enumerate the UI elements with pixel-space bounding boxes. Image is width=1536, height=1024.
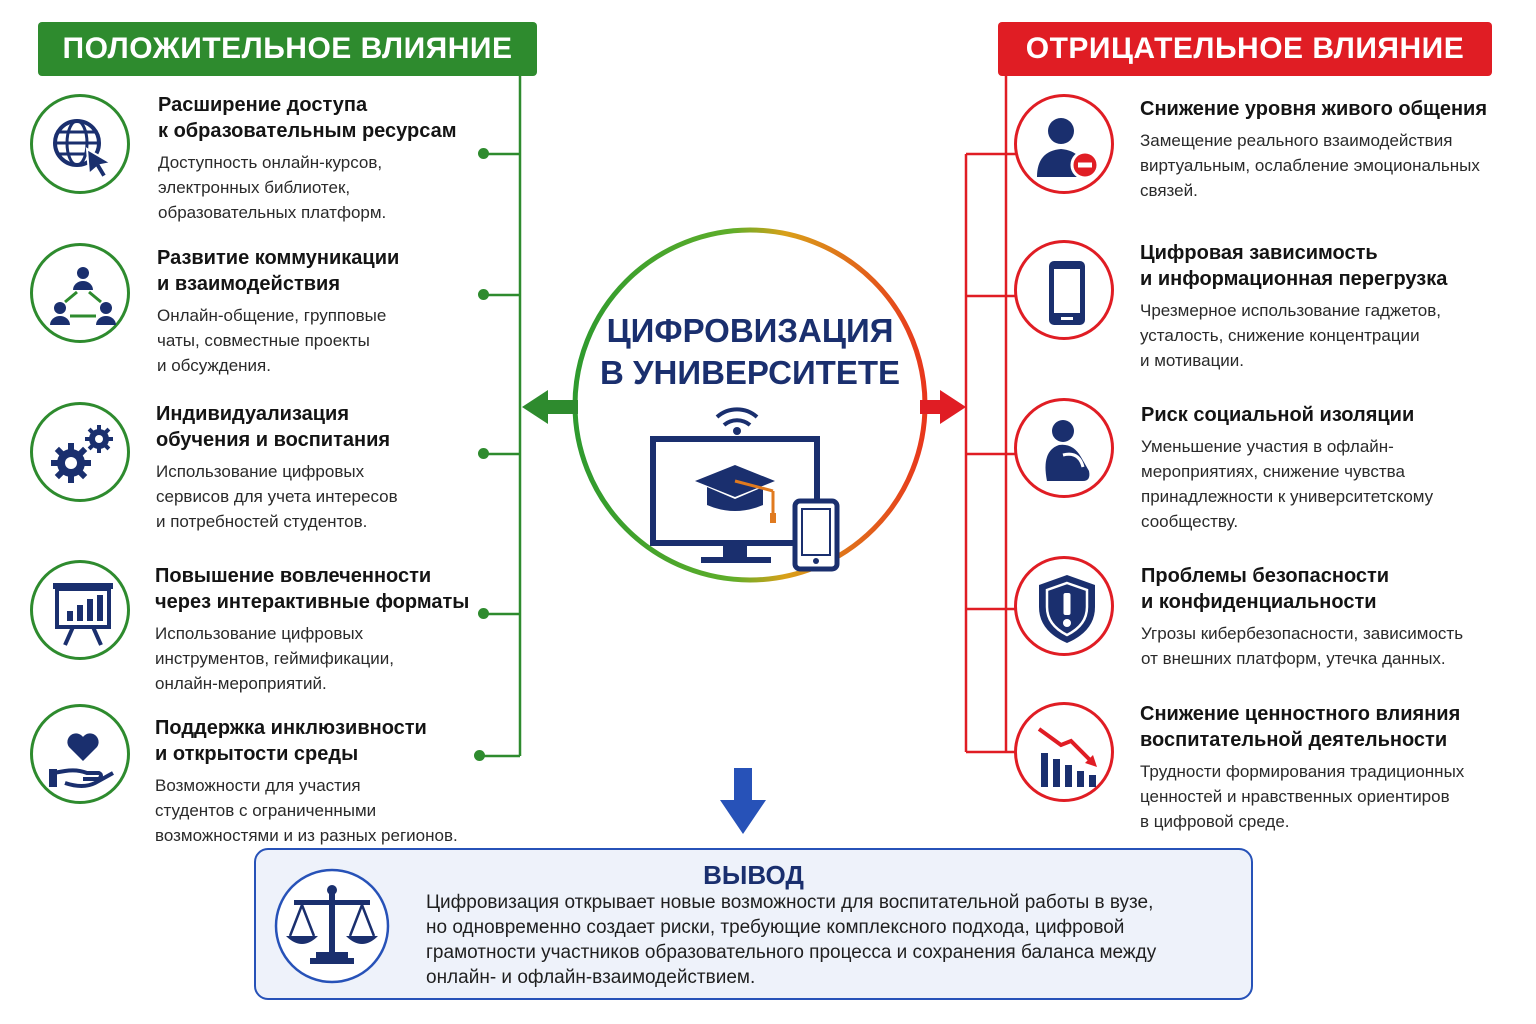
conclusion-text: Цифровизация открывает новые возможности… [426, 892, 1157, 988]
negative-item-desc: Трудности формирования традиционных ценн… [1140, 762, 1465, 831]
negative-item: Цифровая зависимость и информационная пе… [1140, 240, 1520, 373]
negative-item: Снижение уровня живого общения Замещение… [1140, 96, 1520, 203]
negative-item-desc: Уменьшение участия в офлайн- мероприятия… [1141, 437, 1434, 531]
globe-cursor-icon [53, 119, 114, 180]
negative-item-title: Снижение ценностного влияния воспитатель… [1140, 703, 1461, 751]
person-minus-icon [1037, 118, 1100, 180]
isolated-person-icon [1045, 420, 1090, 481]
negative-item-icon-circle [1014, 240, 1114, 340]
negative-item-icon-circle [1014, 702, 1114, 802]
positive-item-title: Развитие коммуникации и взаимодействия [157, 247, 400, 295]
positive-item-desc: Возможности для участия студентов с огра… [155, 776, 458, 845]
positive-item-title: Расширение доступа к образовательным рес… [158, 94, 457, 142]
negative-item-icon-circle [1014, 398, 1114, 498]
connector-dot [478, 608, 489, 619]
positive-item: Повышение вовлеченности через интерактив… [155, 563, 485, 696]
positive-item-desc: Использование цифровых инструментов, гей… [155, 624, 394, 693]
negative-item: Проблемы безопасности и конфиденциальнос… [1141, 563, 1521, 671]
positive-item-title: Повышение вовлеченности через интерактив… [155, 565, 470, 613]
positive-item: Поддержка инклюзивности и открытости сре… [155, 715, 495, 848]
negative-item-desc: Угрозы кибербезопасности, зависимость от… [1141, 624, 1464, 668]
conclusion-box: ВЫВОД Цифровизация открывает новые возмо… [254, 848, 1253, 1000]
center-title: ЦИФРОВИЗАЦИЯ В УНИВЕРСИТЕТЕ [600, 312, 900, 391]
gears-icon [51, 425, 113, 483]
positive-item-icon-circle [30, 94, 130, 194]
monitor-graduation-cap-icon [650, 407, 840, 572]
positive-item: Индивидуализация обучения и воспитания И… [156, 401, 486, 534]
scales-icon [274, 868, 390, 984]
negative-item-title: Риск социальной изоляции [1141, 404, 1415, 426]
positive-item-desc: Онлайн-общение, групповые чаты, совместн… [157, 306, 387, 375]
positive-item-title: Поддержка инклюзивности и открытости сре… [155, 717, 427, 765]
negative-item-icon-circle [1014, 556, 1114, 656]
negative-item-title: Цифровая зависимость и информационная пе… [1140, 242, 1448, 290]
negative-item-icon-circle [1014, 94, 1114, 194]
positive-item: Развитие коммуникации и взаимодействия О… [157, 245, 487, 378]
connector-dot [478, 448, 489, 459]
presentation-chart-icon [53, 583, 113, 646]
positive-item-icon-circle [30, 243, 130, 343]
connector-dot [474, 750, 485, 761]
positive-item-title: Индивидуализация обучения и воспитания [156, 403, 391, 451]
positive-item-icon-circle [30, 704, 130, 804]
positive-impact-banner: ПОЛОЖИТЕЛЬНОЕ ВЛИЯНИЕ [38, 22, 537, 76]
conclusion-title: ВЫВОД [703, 860, 804, 890]
heart-hand-icon [49, 733, 114, 788]
negative-item-desc: Чрезмерное использование гаджетов, устал… [1140, 301, 1442, 370]
positive-item-desc: Доступность онлайн-курсов, электронных б… [158, 153, 387, 222]
smartphone-icon [1049, 261, 1085, 325]
positive-item-icon-circle [30, 402, 130, 502]
declining-chart-icon [1037, 727, 1097, 787]
positive-item-desc: Использование цифровых сервисов для учет… [156, 462, 398, 531]
negative-item-title: Снижение уровня живого общения [1140, 98, 1487, 120]
negative-item-desc: Замещение реального взаимодействия вирту… [1140, 131, 1480, 200]
negative-item-title: Проблемы безопасности и конфиденциальнос… [1141, 565, 1390, 613]
positive-item: Расширение доступа к образовательным рес… [158, 92, 488, 225]
shield-warning-icon [1039, 575, 1095, 643]
people-network-icon [50, 267, 116, 325]
negative-impact-banner: ОТРИЦАТЕЛЬНОЕ ВЛИЯНИЕ [998, 22, 1492, 76]
connector-dot [478, 289, 489, 300]
negative-item: Риск социальной изоляции Уменьшение учас… [1141, 402, 1521, 534]
negative-item: Снижение ценностного влияния воспитатель… [1140, 701, 1520, 834]
positive-item-icon-circle [30, 560, 130, 660]
connector-dot [478, 148, 489, 159]
